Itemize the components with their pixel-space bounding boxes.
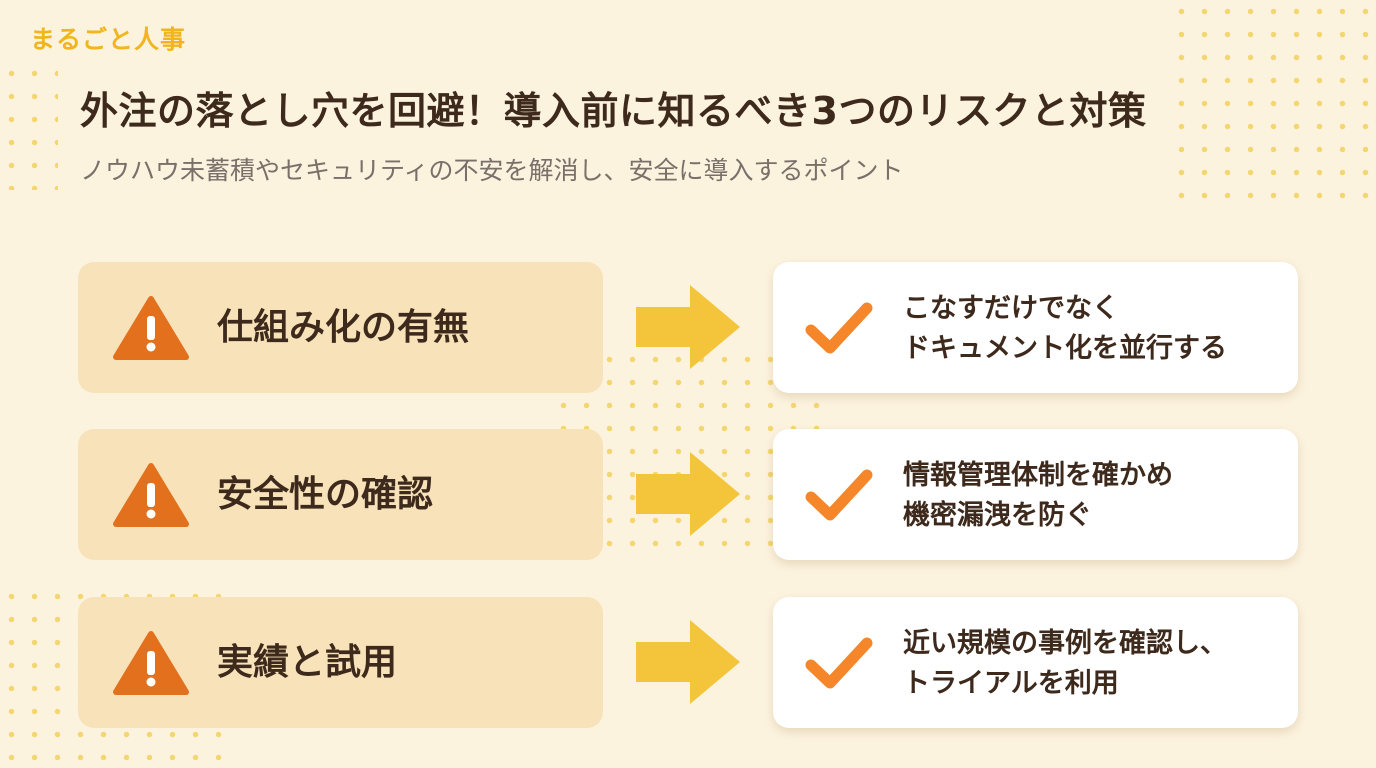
risk-label: 仕組み化の有無 xyxy=(217,307,470,348)
solution-line-2: ドキュメント化を並行する xyxy=(903,333,1227,364)
page-subtitle: ノウハウ未蓄積やセキュリティの不安を解消し、安全に導入するポイント xyxy=(80,156,904,185)
checkmark-icon xyxy=(805,302,873,354)
risk-card-2: 安全性の確認 xyxy=(78,429,603,560)
warning-triangle-icon xyxy=(113,296,189,360)
right-arrow-icon xyxy=(636,285,740,369)
dot-pattern-top-right xyxy=(1170,0,1376,210)
solution-line-1: こなすだけでなく xyxy=(903,293,1119,324)
risk-card-3: 実績と試用 xyxy=(78,597,603,728)
solution-text: こなすだけでなく ドキュメント化を並行する xyxy=(903,289,1227,369)
right-arrow-icon xyxy=(636,620,740,704)
risk-label: 実績と試用 xyxy=(217,642,398,683)
solution-line-2: トライアルを利用 xyxy=(903,668,1119,699)
solution-card-1: こなすだけでなく ドキュメント化を並行する xyxy=(773,262,1298,393)
warning-triangle-icon xyxy=(113,631,189,695)
right-arrow-icon xyxy=(636,452,740,536)
risk-label: 安全性の確認 xyxy=(217,474,434,515)
solution-line-2: 機密漏洩を防ぐ xyxy=(903,500,1092,531)
solution-text: 情報管理体制を確かめ 機密漏洩を防ぐ xyxy=(903,456,1173,536)
checkmark-icon xyxy=(805,637,873,689)
solution-line-1: 近い規模の事例を確認し、 xyxy=(903,628,1227,659)
solution-card-2: 情報管理体制を確かめ 機密漏洩を防ぐ xyxy=(773,429,1298,560)
risk-card-1: 仕組み化の有無 xyxy=(78,262,603,393)
solution-card-3: 近い規模の事例を確認し、 トライアルを利用 xyxy=(773,597,1298,728)
checkmark-icon xyxy=(805,469,873,521)
dot-pattern-top-left xyxy=(0,62,58,190)
solution-text: 近い規模の事例を確認し、 トライアルを利用 xyxy=(903,624,1227,704)
page-title: 外注の落とし穴を回避！導入前に知るべき3つのリスクと対策 xyxy=(80,89,1147,133)
warning-triangle-icon xyxy=(113,463,189,527)
solution-line-1: 情報管理体制を確かめ xyxy=(903,460,1173,491)
brand-logo-text: まるごと人事 xyxy=(30,25,187,54)
